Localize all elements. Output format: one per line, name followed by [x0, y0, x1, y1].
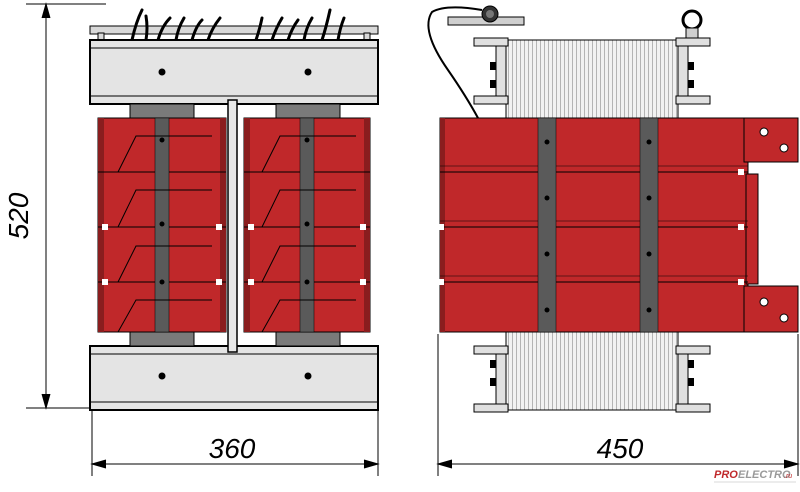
side-coil	[438, 117, 759, 333]
top-yoke	[89, 39, 379, 105]
terminal-leads	[130, 8, 346, 42]
left-coil	[97, 117, 227, 333]
side-width-dimension-line	[436, 334, 800, 476]
lead-cable	[427, 5, 525, 119]
yoke-bolt	[158, 372, 166, 380]
front-width-label: 360	[209, 433, 256, 464]
bottom-core-laminations	[505, 331, 679, 411]
front-view: 520	[3, 2, 380, 476]
yoke-bolt	[158, 68, 166, 76]
terminal-tab-bottom	[743, 285, 799, 333]
bracket-bolts	[490, 62, 694, 386]
bottom-yoke	[89, 345, 379, 411]
terminal-board	[89, 8, 379, 42]
watermark-part3: .ru	[784, 473, 792, 480]
center-divider	[227, 99, 238, 353]
height-dimension-line	[26, 2, 106, 410]
watermark-part1: PRO	[714, 469, 738, 481]
top-core-laminations	[505, 39, 679, 121]
front-width-dimension-line	[90, 410, 380, 476]
side-view: 450	[427, 5, 800, 476]
terminal-tab-top	[743, 117, 799, 163]
right-coil	[243, 117, 371, 333]
mounting-brackets	[473, 37, 711, 413]
yoke-bolt	[304, 372, 312, 380]
yoke-bolt	[304, 68, 312, 76]
brand-watermark: PRO ELECTRO .ru	[714, 469, 796, 483]
lifting-eye-icon	[681, 9, 703, 39]
side-width-label: 450	[597, 433, 644, 464]
watermark-part2: ELECTRO	[738, 469, 791, 481]
height-label: 520	[3, 192, 34, 239]
